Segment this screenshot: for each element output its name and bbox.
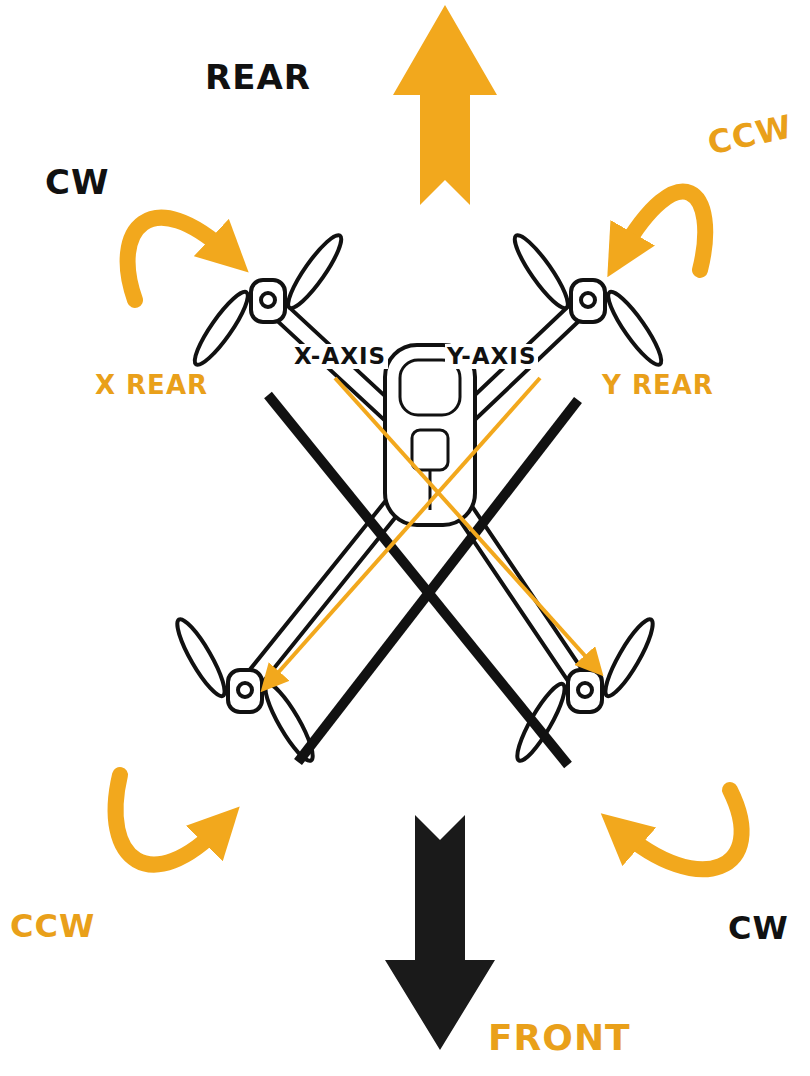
rotation-label: CW (728, 912, 789, 944)
x-axis-arrow (335, 378, 596, 668)
rotation-label: CCW (10, 910, 95, 942)
cw-rotation-arrow (128, 218, 230, 300)
x-axis-line (268, 395, 568, 765)
axis-label: Y-AXIS (445, 344, 538, 369)
motor-propeller (170, 230, 668, 766)
rear-arrow (393, 5, 497, 205)
ccw-rotation-arrow (620, 192, 705, 270)
y-axis-arrow (268, 378, 540, 684)
ccw-rotation-arrow (116, 775, 222, 865)
front-arrow (385, 815, 495, 1050)
y-axis-line (298, 400, 578, 762)
direction-label: FRONT (488, 1020, 631, 1056)
cw-rotation-arrow (620, 790, 742, 869)
direction-label: REAR (205, 60, 311, 94)
axis-end-label: Y REAR (602, 372, 714, 398)
axis-end-label: X REAR (95, 372, 208, 398)
drone-frame (245, 300, 588, 690)
axis-label: X-AXIS (292, 344, 388, 369)
rotation-label: CW (45, 165, 109, 199)
rotation-label: CCW (705, 110, 795, 159)
